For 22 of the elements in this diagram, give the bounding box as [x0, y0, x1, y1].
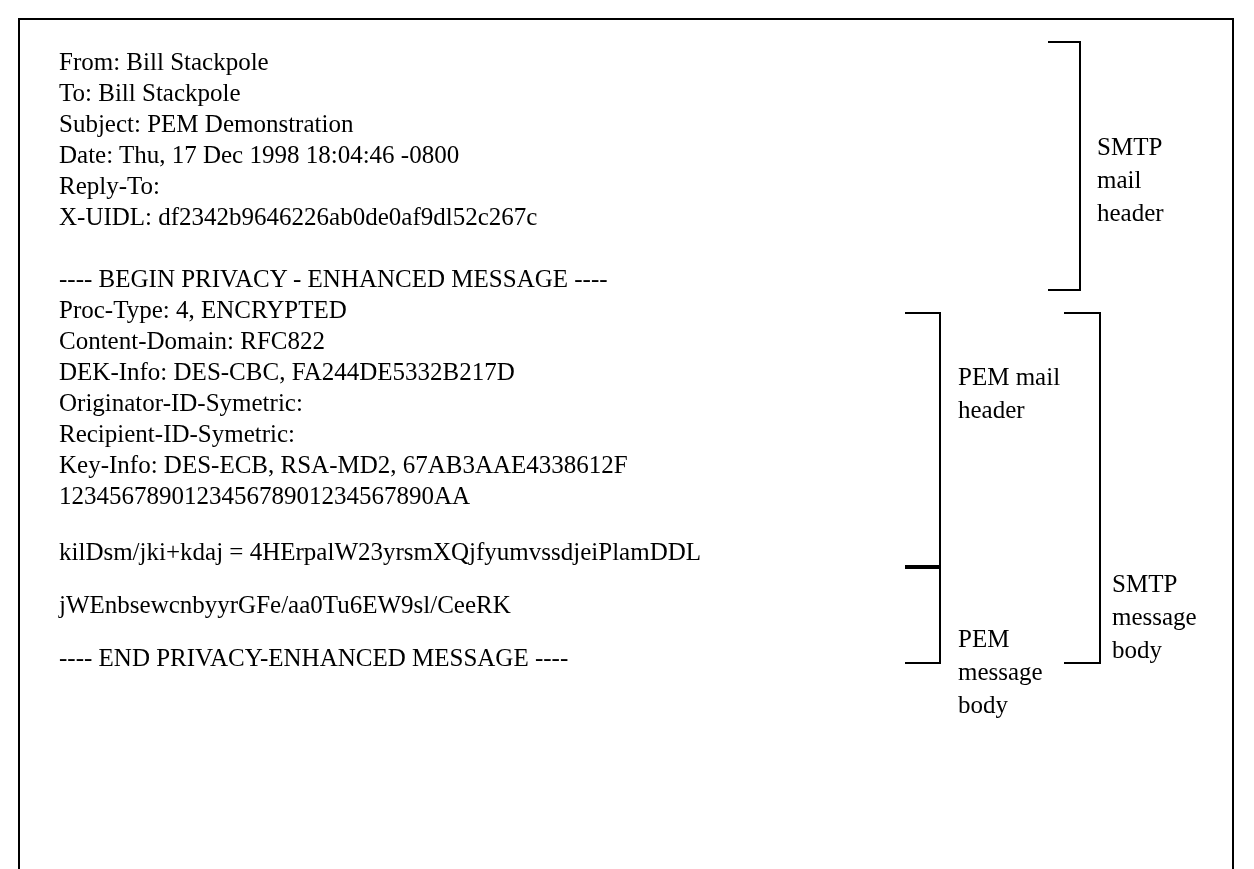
bracket-label: SMTP mail header	[1097, 132, 1165, 228]
header-line: Reply-To:	[59, 171, 160, 200]
message-frame	[18, 18, 1234, 869]
header-line: Subject: PEM Demonstration	[59, 109, 354, 138]
header-line: DEK-Info: DES-CBC, FA244DE5332B217D	[59, 357, 515, 386]
header-line: From: Bill Stackpole	[59, 47, 269, 76]
header-line: jWEnbsewcnbyyrGFe/aa0Tu6EW9sl/CeeRK	[59, 590, 511, 619]
header-line: Proc-Type: 4, ENCRYPTED	[59, 295, 347, 324]
header-line: Originator-ID-Symetric:	[59, 388, 303, 417]
bracket-label: PEM message body	[958, 624, 1044, 720]
header-line: Date: Thu, 17 Dec 1998 18:04:46 -0800	[59, 140, 460, 169]
header-line: To: Bill Stackpole	[59, 78, 241, 107]
header-line: Key-Info: DES-ECB, RSA-MD2, 67AB3AAE4338612F	[59, 450, 628, 479]
header-line: X-UIDL: df2342b9646226ab0de0af9dl52c267c	[59, 202, 538, 231]
header-line: kilDsm/jki+kdaj = 4HErpalW23yrsmXQjfyumvssdjeiPlamDDL	[59, 537, 702, 566]
header-line: ---- END PRIVACY-ENHANCED MESSAGE ----	[59, 643, 569, 672]
header-line: Content-Domain: RFC822	[59, 326, 325, 355]
header-line: Recipient-ID-Symetric:	[59, 419, 296, 448]
header-line: ---- BEGIN PRIVACY - ENHANCED MESSAGE ----	[59, 264, 608, 293]
header-line: 123456789012345678901234567890AA	[59, 481, 471, 510]
bracket-label: PEM mail header	[958, 362, 1062, 425]
bracket-label: SMTP message body	[1112, 569, 1198, 665]
